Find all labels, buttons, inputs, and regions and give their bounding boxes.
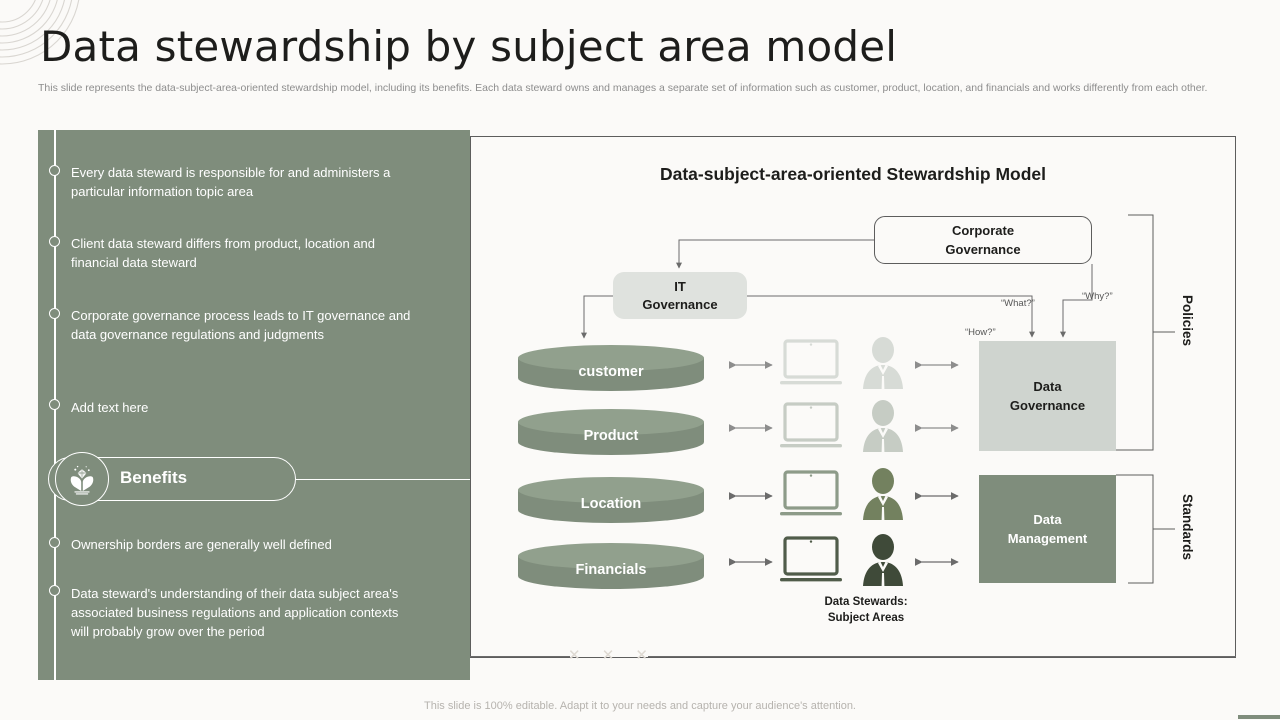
bottom-divider-right	[648, 656, 1236, 657]
footer-accent-bar	[1238, 715, 1280, 719]
page-subtitle: This slide represents the data-subject-a…	[38, 82, 1208, 94]
caption-line-2: Subject Areas	[827, 612, 905, 624]
bottom-divider-left	[470, 656, 570, 657]
data-steward-person-icon	[863, 337, 903, 389]
benefits-label: Benefits	[120, 468, 188, 487]
data-steward-person-icon	[863, 468, 903, 520]
diagram-title: Data-subject-area-oriented Stewardship M…	[659, 164, 1047, 184]
data-management-box[interactable]: Data Management	[979, 475, 1116, 583]
bullet-marker-icon	[48, 236, 60, 247]
data-steward-person-icon	[863, 534, 903, 586]
laptop-icon	[780, 470, 842, 516]
corporate-governance-label: Corporate Governance	[945, 223, 1021, 257]
caption-line-1: Data Stewards:	[824, 596, 908, 608]
it-governance-box[interactable]: IT Governance	[613, 272, 747, 319]
laptop-icon	[780, 339, 842, 385]
subject-area-cylinder-product[interactable]: Product	[518, 409, 704, 455]
footer-note: This slide is 100% editable. Adapt it to…	[424, 700, 856, 712]
it-governance-label: IT Governance	[642, 278, 718, 312]
x-mark-icon: ✕	[568, 647, 581, 664]
how-question-label: “How?”	[965, 327, 996, 338]
bullet-marker-icon	[48, 585, 60, 596]
data-governance-box[interactable]: Data Governance	[979, 341, 1116, 451]
benefits-connector-line	[296, 478, 472, 480]
diamond-in-hands-icon	[70, 465, 94, 495]
cylinder-label: Product	[583, 428, 639, 444]
cylinder-label: Location	[580, 496, 642, 512]
sidebar-bullet-6: Data steward's understanding of their da…	[71, 586, 399, 639]
x-marks-group: ✕ ✕ ✕	[568, 646, 648, 664]
data-governance-label: Data Governance	[1009, 379, 1086, 413]
what-question-label: “What?”	[1001, 298, 1035, 309]
page-title: Data stewardship by subject area model	[40, 22, 898, 71]
bullet-marker-icon	[48, 308, 60, 319]
x-mark-icon: ✕	[601, 647, 615, 664]
standards-bracket-label: Standards	[1180, 494, 1195, 561]
subject-area-cylinder-customer[interactable]: customer	[518, 345, 704, 391]
corporate-governance-box[interactable]: Corporate Governance	[874, 216, 1092, 264]
policies-bracket-label: Policies	[1180, 295, 1195, 347]
laptop-icon	[780, 536, 842, 582]
cylinder-label: customer	[578, 364, 644, 380]
data-management-label: Data Management	[1007, 512, 1088, 546]
subject-area-cylinder-financials[interactable]: Financials	[518, 543, 704, 589]
bullet-marker-icon	[48, 165, 60, 176]
cylinder-label: Financials	[575, 562, 647, 578]
subject-area-cylinder-location[interactable]: Location	[518, 477, 704, 523]
benefits-badge[interactable]	[55, 452, 109, 506]
data-stewards-caption: Data Stewards: Subject Areas	[790, 594, 942, 626]
why-question-label: “Why?”	[1082, 291, 1113, 302]
x-mark-icon: ✕	[635, 647, 648, 664]
data-steward-person-icon	[863, 400, 903, 452]
left-info-panel	[38, 130, 470, 680]
sidebar-bullet-2: Client data steward differs from product…	[71, 236, 375, 270]
sidebar-bullet-5: Ownership borders are generally well def…	[71, 537, 332, 552]
sidebar-bullet-4: Add text here	[71, 400, 149, 415]
bullet-marker-icon	[48, 537, 60, 548]
sidebar-bullet-3: Corporate governance process leads to IT…	[71, 308, 411, 342]
bullet-marker-icon	[48, 399, 60, 410]
sidebar-bullet-1: Every data steward is responsible for an…	[71, 165, 391, 199]
laptop-icon	[780, 402, 842, 448]
